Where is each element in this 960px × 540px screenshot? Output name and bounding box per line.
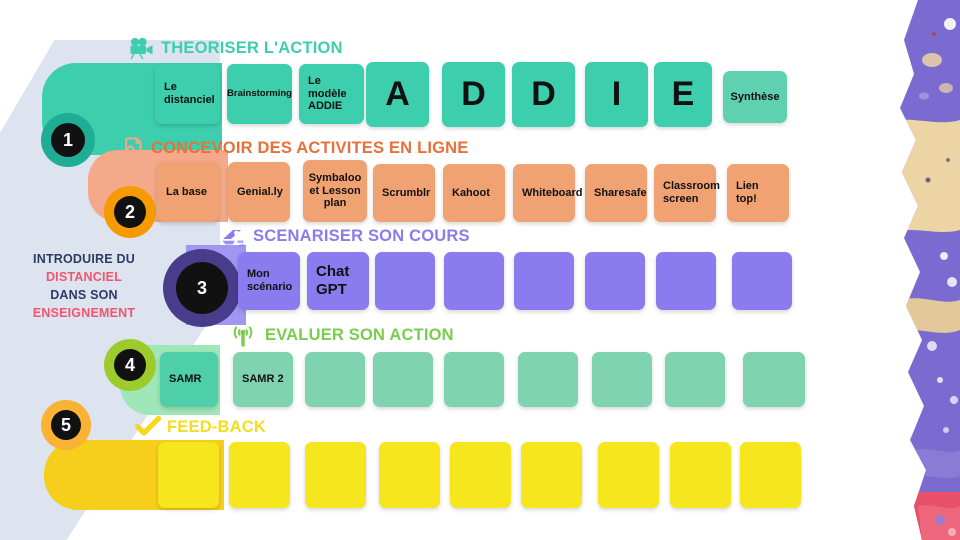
tile-row5-0[interactable]: [158, 442, 219, 508]
tile-row4-1[interactable]: SAMR 2: [233, 352, 293, 407]
tile-row3-2[interactable]: [375, 252, 435, 310]
step-badge-5-number: 5: [51, 410, 81, 440]
step-badge-1[interactable]: 1: [41, 113, 95, 167]
tile-row1-4-label: D: [461, 75, 486, 114]
tile-row4-0[interactable]: SAMR: [160, 352, 218, 407]
tile-row3-5[interactable]: [585, 252, 645, 310]
tile-row1-3[interactable]: A: [366, 62, 429, 127]
tile-row2-7-label: Classroom screen: [663, 180, 720, 205]
tile-row1-8[interactable]: Synthèse: [723, 71, 787, 123]
left-title-line-4: ENSEIGNEMENT: [32, 306, 136, 321]
check-mark-icon: [134, 415, 162, 439]
tile-row1-5[interactable]: D: [512, 62, 575, 127]
tile-row2-4-label: Kahoot: [452, 186, 490, 199]
tile-row1-0[interactable]: Le distanciel: [155, 64, 220, 124]
tile-row1-2-label: Le modèle ADDIE: [308, 74, 347, 113]
step-badge-1-number: 1: [51, 123, 85, 157]
tile-row3-4[interactable]: [514, 252, 574, 310]
section-header-1-title: THEORISER L'ACTION: [161, 38, 343, 57]
tile-row4-0-label: SAMR: [169, 373, 202, 386]
tile-row5-8[interactable]: [740, 442, 801, 508]
tile-row2-0[interactable]: La base: [157, 162, 219, 222]
tile-row2-3-label: Scrumblr: [382, 186, 431, 199]
tile-row1-1[interactable]: Brainstorming: [227, 64, 292, 124]
broadcast-icon: [232, 323, 258, 347]
tile-row2-8-label: Lien top!: [736, 180, 759, 205]
tile-row5-2[interactable]: [305, 442, 366, 508]
tile-row2-1[interactable]: Genial.ly: [228, 162, 290, 222]
document-pencil-icon: [118, 136, 144, 161]
section-header-2-title: CONCEVOIR DES ACTIVITES EN LIGNE: [151, 138, 469, 157]
tile-row5-3[interactable]: [379, 442, 440, 508]
tile-row1-7[interactable]: E: [654, 62, 712, 127]
step-badge-2-number: 2: [114, 196, 146, 228]
tile-row2-0-label: La base: [166, 185, 207, 198]
step-badge-5[interactable]: 5: [41, 400, 91, 450]
tile-row1-3-label: A: [385, 75, 410, 114]
tile-row5-4[interactable]: [450, 442, 511, 508]
tile-row4-1-label: SAMR 2: [242, 373, 284, 386]
tile-row4-3[interactable]: [373, 352, 433, 407]
tile-row4-4[interactable]: [444, 352, 504, 407]
tile-row4-7[interactable]: [665, 352, 725, 407]
tile-row3-1[interactable]: Chat GPT: [307, 252, 369, 310]
tile-row3-6[interactable]: [656, 252, 716, 310]
tile-row2-3[interactable]: Scrumblr: [373, 164, 435, 222]
tile-row1-8-label: Synthèse: [730, 90, 780, 103]
tile-row4-2[interactable]: [305, 352, 365, 407]
left-title-line-2: DISTANCIEL: [45, 270, 123, 285]
tile-row2-2[interactable]: Symbaloo et Lesson plan: [303, 160, 367, 222]
tile-row1-7-label: E: [671, 75, 695, 114]
tile-row2-5[interactable]: Whiteboard: [513, 164, 583, 222]
tile-row1-4[interactable]: D: [442, 62, 505, 127]
step-badge-2[interactable]: 2: [104, 186, 156, 238]
left-title-line-1: INTRODUIRE DU: [33, 252, 135, 266]
step-badge-3-number: 3: [176, 262, 228, 314]
tile-row3-7[interactable]: [732, 252, 792, 310]
tile-row5-7[interactable]: [670, 442, 731, 508]
tile-row2-6[interactable]: Sharesafe: [585, 164, 647, 222]
tile-row2-5-label: Whiteboard: [522, 186, 583, 199]
tile-row2-8[interactable]: Lien top!: [727, 164, 789, 222]
tile-row1-0-label: Le distanciel: [164, 81, 215, 106]
section-header-2: CONCEVOIR DES ACTIVITES EN LIGNE: [118, 136, 469, 161]
tile-row2-2-label: Symbaloo et Lesson plan: [308, 171, 362, 210]
left-title-line-3: DANS SON: [50, 288, 118, 303]
step-badge-3[interactable]: 3: [163, 249, 241, 327]
tile-row2-4[interactable]: Kahoot: [443, 164, 505, 222]
tile-row3-0-label: Mon scénario: [247, 268, 293, 293]
tile-row2-1-label: Genial.ly: [237, 185, 283, 198]
step-badge-4-number: 4: [114, 349, 146, 381]
step-badge-4[interactable]: 4: [104, 339, 156, 391]
tile-row1-1-label: Brainstorming: [227, 88, 292, 100]
tile-row5-1[interactable]: [229, 442, 290, 508]
tile-row4-8[interactable]: [743, 352, 805, 407]
tile-row3-1-label: Chat GPT: [316, 263, 350, 298]
tile-row3-3[interactable]: [444, 252, 504, 310]
decorative-paint-strip: [888, 0, 960, 540]
tile-row3-0[interactable]: Mon scénario: [238, 252, 300, 310]
section-header-4: EVALUER SON ACTION: [232, 323, 454, 347]
tile-row5-5[interactable]: [521, 442, 582, 508]
tile-row2-6-label: Sharesafe: [594, 186, 647, 199]
tile-row2-7[interactable]: Classroom screen: [654, 164, 720, 222]
section-header-3-title: SCENARISER SON COURS: [253, 226, 470, 245]
tile-row5-6[interactable]: [598, 442, 659, 508]
tile-row1-2[interactable]: Le modèle ADDIE: [299, 64, 364, 124]
tile-row4-6[interactable]: [592, 352, 652, 407]
tile-row1-5-label: D: [531, 75, 556, 114]
section-header-4-title: EVALUER SON ACTION: [265, 325, 454, 344]
tile-row4-5[interactable]: [518, 352, 578, 407]
left-title-block: INTRODUIRE DU DISTANCIEL DANS SON ENSEIG…: [20, 250, 148, 323]
section-header-3: SCENARISER SON COURS: [220, 224, 470, 248]
section-header-5: FEED-BACK: [134, 415, 266, 439]
tile-row1-6-label: I: [611, 75, 622, 114]
section-header-1: THEORISER L'ACTION: [128, 36, 343, 60]
presentation-icon: [220, 224, 246, 248]
movie-camera-icon: [128, 36, 154, 60]
section-header-5-title: FEED-BACK: [167, 417, 266, 436]
tile-row1-6[interactable]: I: [585, 62, 648, 127]
